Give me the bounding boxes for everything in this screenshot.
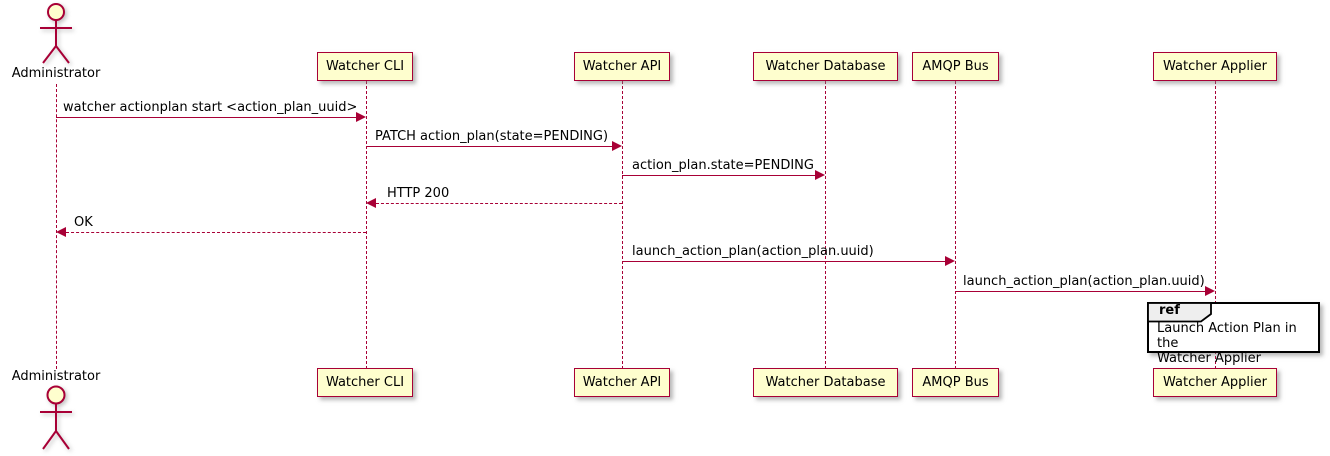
lifeline-amqp-bus [955, 81, 956, 369]
participant-watcher-applier-bottom: Watcher Applier [1153, 368, 1277, 397]
arrowhead-icon [1205, 286, 1215, 296]
ref-tab-icon [1147, 302, 1212, 323]
message-label: action_plan.state=PENDING [632, 158, 814, 173]
arrowhead-icon [945, 256, 955, 266]
participant-watcher-database-bottom: Watcher Database [753, 368, 898, 397]
message-label: watcher actionplan start <action_plan_uu… [63, 100, 358, 115]
message-label: OK [74, 215, 93, 230]
participant-amqp-bus-top: AMQP Bus [912, 52, 999, 81]
message-label: HTTP 200 [387, 186, 450, 201]
actor-label-bottom: Administrator [11, 369, 101, 384]
participant-label: Watcher Database [765, 59, 886, 74]
participant-label: Watcher API [582, 375, 662, 390]
arrowhead-icon [356, 112, 366, 122]
participant-watcher-cli-top: Watcher CLI [317, 52, 413, 81]
participant-watcher-api-top: Watcher API [574, 52, 670, 81]
participant-watcher-applier-top: Watcher Applier [1153, 52, 1277, 81]
participant-label: Watcher Database [765, 375, 886, 390]
ref-fragment: ref Launch Action Plan in the Watcher Ap… [1147, 302, 1320, 366]
message-label: launch_action_plan(action_plan.uuid) [963, 274, 1205, 289]
actor-icon [40, 3, 72, 64]
message-line [622, 261, 946, 262]
participant-label: Watcher CLI [325, 375, 405, 390]
ref-text: Launch Action Plan in the Watcher Applie… [1157, 321, 1297, 366]
participant-watcher-database-top: Watcher Database [753, 52, 898, 81]
participant-label: Watcher Applier [1163, 59, 1267, 74]
participant-amqp-bus-bottom: AMQP Bus [912, 368, 999, 397]
lifeline-watcher-database [825, 81, 826, 369]
arrowhead-icon [366, 198, 376, 208]
participant-watcher-api-bottom: Watcher API [574, 368, 670, 397]
participant-label: AMQP Bus [922, 59, 989, 74]
message-line [66, 232, 366, 233]
message-line [955, 291, 1206, 292]
participant-label: Watcher CLI [325, 59, 405, 74]
arrowhead-icon [56, 227, 66, 237]
message-line [622, 175, 816, 176]
arrowhead-icon [815, 170, 825, 180]
lifeline-watcher-applier [1215, 81, 1216, 369]
lifeline-watcher-cli [366, 81, 367, 369]
lifeline-watcher-api [622, 81, 623, 369]
participant-label: Watcher Applier [1163, 375, 1267, 390]
actor-label-top: Administrator [11, 66, 101, 81]
message-line [56, 117, 357, 118]
message-line [366, 146, 613, 147]
message-line [376, 203, 622, 204]
participant-label: Watcher API [582, 59, 662, 74]
message-label: launch_action_plan(action_plan.uuid) [632, 244, 874, 259]
ref-keyword: ref [1159, 303, 1180, 318]
lifeline-administrator [56, 84, 57, 369]
participant-watcher-cli-bottom: Watcher CLI [317, 368, 413, 397]
message-label: PATCH action_plan(state=PENDING) [375, 129, 609, 144]
arrowhead-icon [612, 141, 622, 151]
participant-label: AMQP Bus [922, 375, 989, 390]
actor-icon [40, 385, 72, 450]
